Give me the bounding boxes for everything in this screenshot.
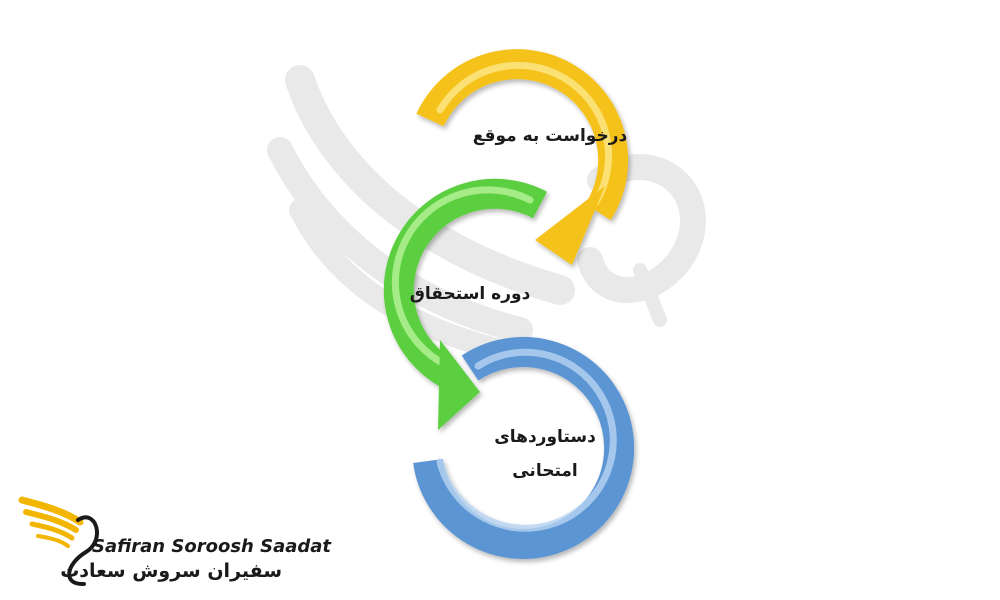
step-label-exam-achievements: دستاوردهای امتحانی: [494, 427, 596, 481]
step-label-eligibility-period: دوره استحقاق: [409, 284, 531, 304]
golden-wing-swan-logo: [18, 496, 99, 587]
brand-name-persian: سفیران سروش سعادت: [60, 560, 282, 582]
brand-name-english: Safiran Soroosh Saadat: [92, 536, 332, 557]
cycle-arrow-step-2: [383, 178, 547, 430]
cycle-arrow-step-3: [413, 336, 635, 559]
step-label-timely-request: درخواست به موقع: [472, 126, 628, 146]
wing-swirl-watermark: [267, 65, 706, 361]
cycle-arrow-step-1: [416, 49, 629, 265]
